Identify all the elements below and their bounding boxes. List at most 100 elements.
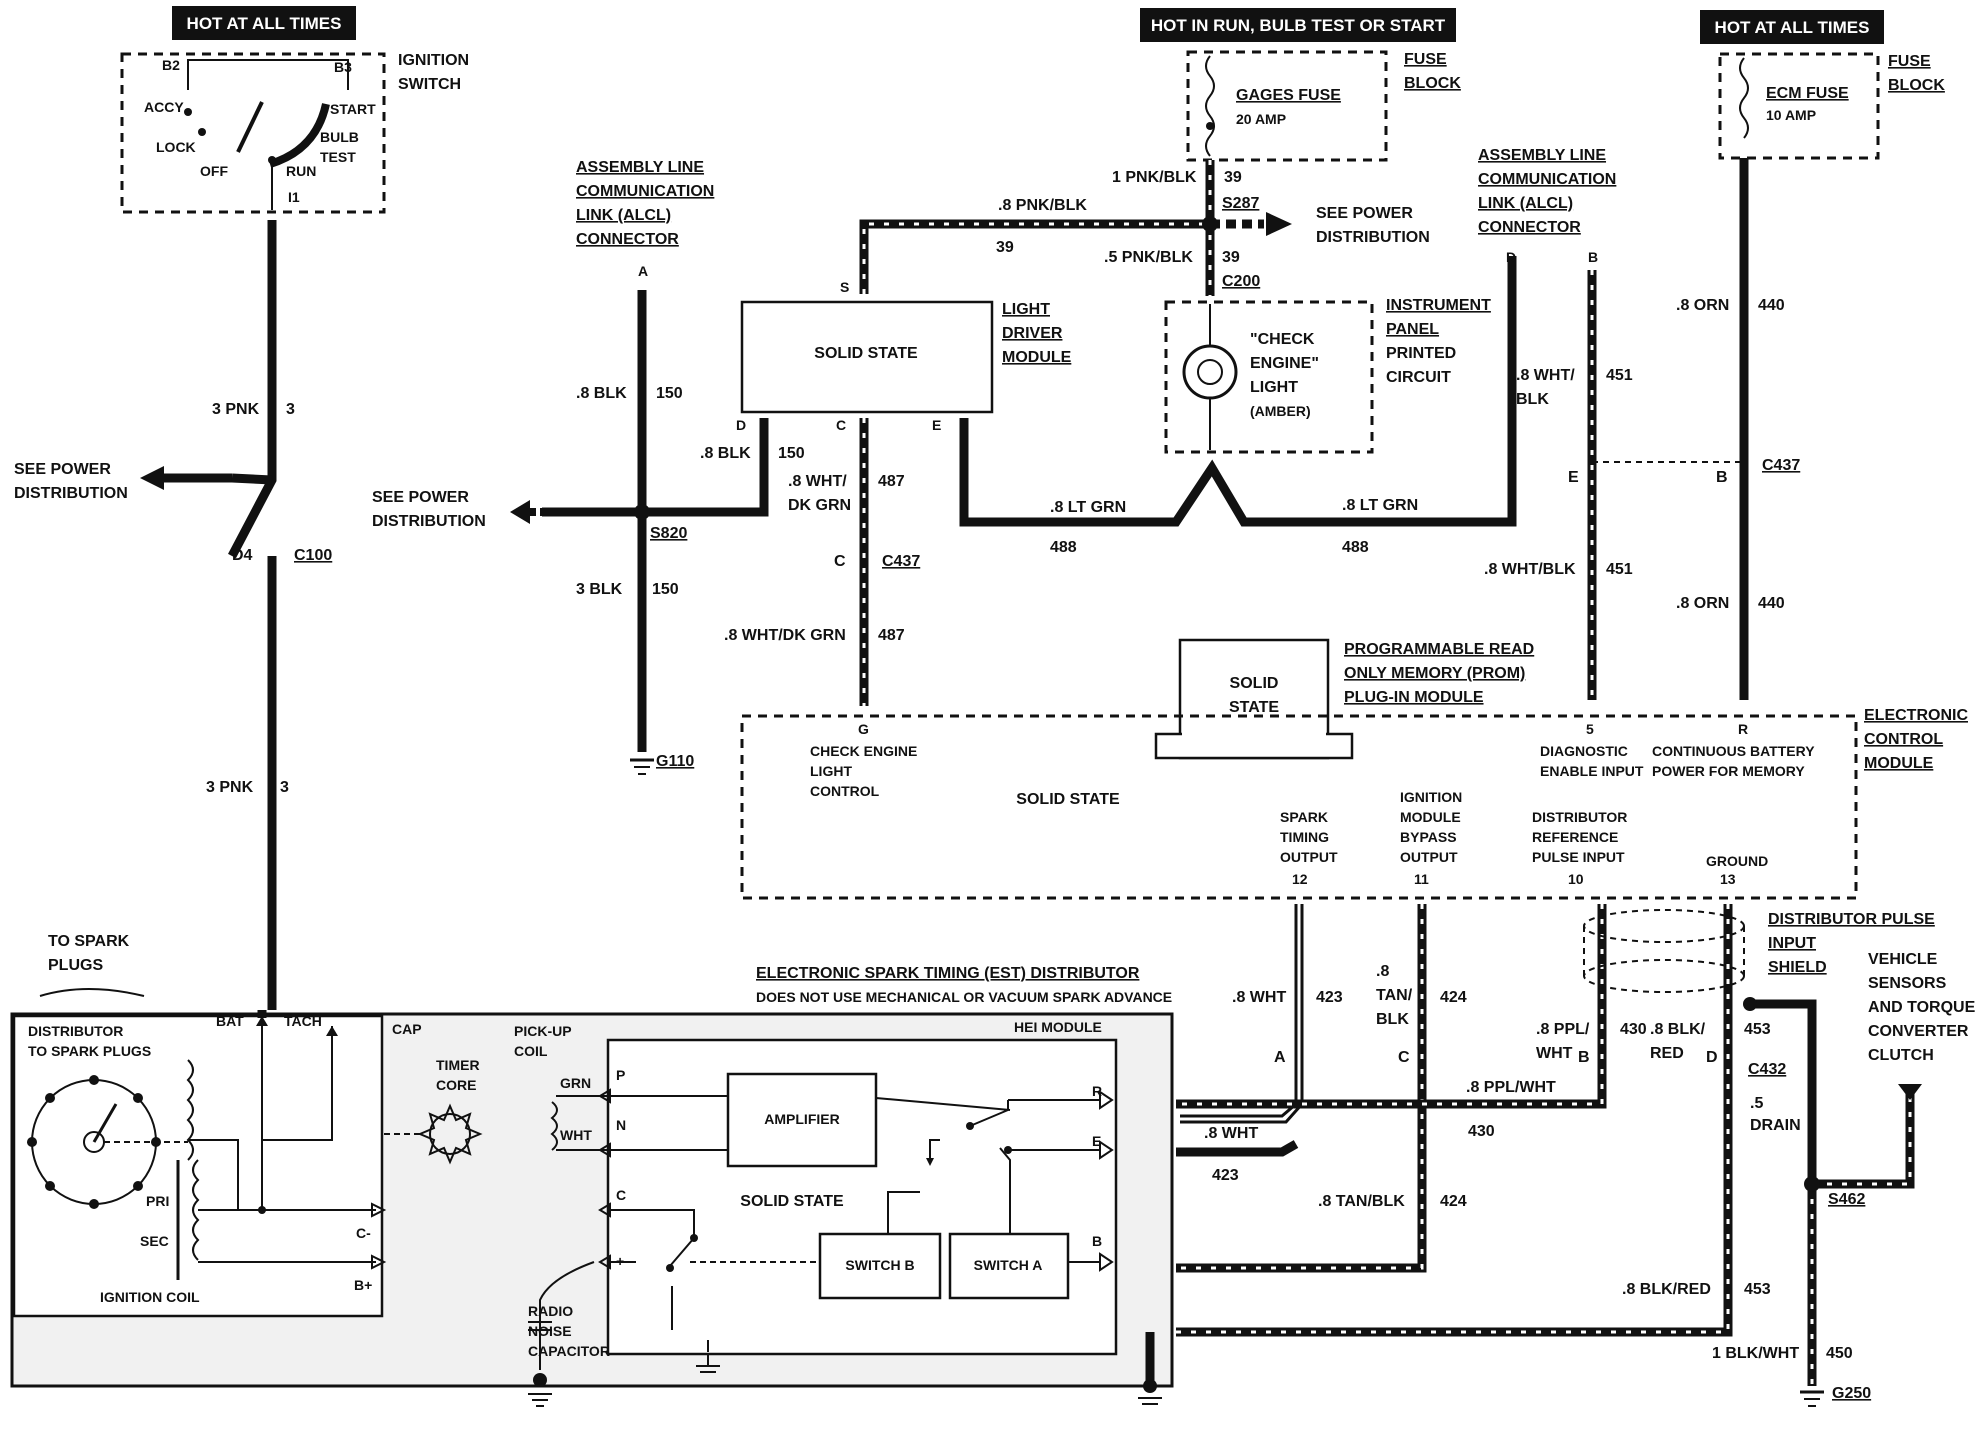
pos-accy: ACCY	[144, 99, 184, 115]
svg-text:150: 150	[652, 581, 679, 598]
svg-text:424: 424	[1440, 989, 1467, 1006]
svg-text:ASSEMBLY LINE: ASSEMBLY LINE	[576, 159, 704, 176]
svg-text:PLUG-IN MODULE: PLUG-IN MODULE	[1344, 689, 1484, 706]
label-8-wht: .8 WHT	[1232, 989, 1286, 1006]
label-8-blk-mid: .8 BLK	[700, 445, 751, 462]
svg-text:E: E	[1568, 469, 1579, 486]
svg-text:IGNITION COIL: IGNITION COIL	[100, 1289, 200, 1305]
svg-text:DK GRN: DK GRN	[788, 497, 851, 514]
vehicle-sensors-label: VEHICLE SENSORS AND TORQUE CONVERTER CLU…	[1868, 951, 1976, 1064]
svg-text:ASSEMBLY LINE: ASSEMBLY LINE	[1478, 147, 1606, 164]
svg-text:P: P	[616, 1067, 625, 1083]
ignition-switch: B2 B3 ACCY LOCK OFF RUN START BULB TEST …	[120, 52, 469, 214]
svg-text:ENABLE INPUT: ENABLE INPUT	[1540, 763, 1644, 779]
svg-text:CONNECTOR: CONNECTOR	[1478, 219, 1581, 236]
svg-text:LINK (ALCL): LINK (ALCL)	[1478, 195, 1573, 212]
svg-text:DIAGNOSTIC: DIAGNOSTIC	[1540, 743, 1628, 759]
label-3-blk: 3 BLK	[576, 581, 623, 598]
label-3-bot: 3	[280, 779, 289, 796]
pos-start: START	[330, 101, 376, 117]
svg-text:CIRCUIT: CIRCUIT	[1386, 369, 1451, 386]
svg-text:39: 39	[1222, 249, 1240, 266]
distributor-pulse-shield: DISTRIBUTOR PULSE INPUT SHIELD	[1583, 909, 1935, 993]
label-c437-right: C437	[1762, 457, 1800, 474]
svg-text:B: B	[1092, 1233, 1102, 1249]
label-wht-dk-grn-bot: .8 WHT/DK GRN	[724, 627, 846, 644]
see-power-left-2: DISTRIBUTION	[14, 485, 128, 502]
svg-text:D: D	[1706, 1049, 1718, 1066]
svg-text:R: R	[1738, 721, 1748, 737]
svg-text:G250: G250	[1832, 1385, 1871, 1402]
svg-text:11: 11	[1414, 871, 1429, 887]
label-8-pnk-blk: .8 PNK/BLK	[998, 197, 1087, 214]
ecm-fuse-rating: 10 AMP	[1766, 107, 1816, 123]
label-wht-blk-top: .8 WHT/	[1516, 367, 1575, 384]
svg-text:LINK (ALCL): LINK (ALCL)	[576, 207, 671, 224]
label-tan-blk-b: .8 TAN/BLK	[1318, 1193, 1405, 1210]
svg-text:IGNITION: IGNITION	[1400, 789, 1462, 805]
svg-text:DISTRIBUTOR: DISTRIBUTOR	[1532, 809, 1627, 825]
svg-text:PICK-UP: PICK-UP	[514, 1023, 572, 1039]
svg-text:440: 440	[1758, 595, 1785, 612]
label-lt-grn-left: .8 LT GRN	[1050, 499, 1126, 516]
svg-text:C: C	[836, 417, 846, 433]
svg-text:ENGINE": ENGINE"	[1250, 355, 1319, 372]
label-blk-red-b: .8 BLK/RED	[1622, 1281, 1711, 1298]
svg-text:423: 423	[1212, 1167, 1239, 1184]
svg-text:C: C	[1398, 1049, 1410, 1066]
pos-bulb: BULB	[320, 129, 359, 145]
svg-text:FUSE: FUSE	[1888, 53, 1931, 70]
svg-text:DISTRIBUTOR PULSE: DISTRIBUTOR PULSE	[1768, 911, 1935, 928]
svg-text:GRN: GRN	[560, 1075, 591, 1091]
terminal-b3: B3	[334, 59, 352, 75]
svg-text:150: 150	[656, 385, 683, 402]
hei-module: HEI MODULE AMPLIFIER SOLID STATE SWITCH …	[598, 1019, 1118, 1373]
svg-text:424: 424	[1440, 1193, 1467, 1210]
svg-text:RED: RED	[1650, 1045, 1684, 1062]
label-drain: DRAIN	[1750, 1117, 1801, 1134]
label-s462: S462	[1828, 1191, 1865, 1208]
svg-text:CHECK ENGINE: CHECK ENGINE	[810, 743, 917, 759]
electronic-control-module: SOLID STATE CHECK ENGINE LIGHT CONTROL D…	[740, 707, 1968, 900]
svg-text:BLOCK: BLOCK	[1888, 77, 1945, 94]
svg-text:REFERENCE: REFERENCE	[1532, 829, 1618, 845]
label-s287: S287	[1222, 195, 1259, 212]
check-engine-light: "CHECK ENGINE" LIGHT (AMBER) INSTRUMENT …	[1164, 297, 1491, 454]
svg-text:DOES NOT USE MECHANICAL OR VAC: DOES NOT USE MECHANICAL OR VACUUM SPARK …	[756, 989, 1172, 1005]
svg-text:12: 12	[1292, 871, 1308, 887]
svg-text:A: A	[1274, 1049, 1286, 1066]
svg-text:LIGHT: LIGHT	[1002, 301, 1050, 318]
prom-module: SOLID STATE PROGRAMMABLE READ ONLY MEMOR…	[1154, 638, 1534, 760]
terminal-b2: B2	[162, 57, 180, 73]
svg-text:39: 39	[996, 239, 1014, 256]
svg-text:C: C	[616, 1187, 626, 1203]
svg-text:TO SPARK PLUGS: TO SPARK PLUGS	[28, 1043, 151, 1059]
label-wht-dk-grn-top: .8 WHT/	[788, 473, 847, 490]
light-driver-module: SOLID STATE LIGHT DRIVER MODULE S D C E	[736, 279, 1072, 433]
svg-text:BLK: BLK	[1376, 1011, 1409, 1028]
svg-text:HEI MODULE: HEI MODULE	[1014, 1019, 1102, 1035]
svg-text:487: 487	[878, 473, 905, 490]
hot-in-run-text: HOT IN RUN, BULB TEST OR START	[1151, 16, 1446, 35]
svg-text:440: 440	[1758, 297, 1785, 314]
label-tan-blk: .8	[1376, 963, 1389, 980]
svg-text:451: 451	[1606, 367, 1633, 384]
svg-text:B: B	[1588, 249, 1598, 265]
svg-text:BLK: BLK	[1516, 391, 1549, 408]
svg-text:TO SPARK: TO SPARK	[48, 933, 130, 950]
svg-text:BLOCK: BLOCK	[1404, 75, 1461, 92]
svg-text:453: 453	[1744, 1021, 1771, 1038]
svg-text:FUSE: FUSE	[1404, 51, 1447, 68]
gages-fuse-block: GAGES FUSE 20 AMP FUSE BLOCK	[1186, 50, 1461, 162]
svg-text:488: 488	[1050, 539, 1077, 556]
svg-text:COMMUNICATION: COMMUNICATION	[1478, 171, 1616, 188]
svg-text:10: 10	[1568, 871, 1584, 887]
svg-text:LIGHT: LIGHT	[1250, 379, 1298, 396]
label-c432: C432	[1748, 1061, 1786, 1078]
svg-text:STATE: STATE	[1229, 699, 1279, 716]
ignition-switch-title-2: SWITCH	[398, 76, 461, 93]
svg-text:TAN/: TAN/	[1376, 987, 1413, 1004]
hot-at-all-times-left-text: HOT AT ALL TIMES	[187, 14, 342, 33]
svg-text:BAT: BAT	[216, 1013, 244, 1029]
